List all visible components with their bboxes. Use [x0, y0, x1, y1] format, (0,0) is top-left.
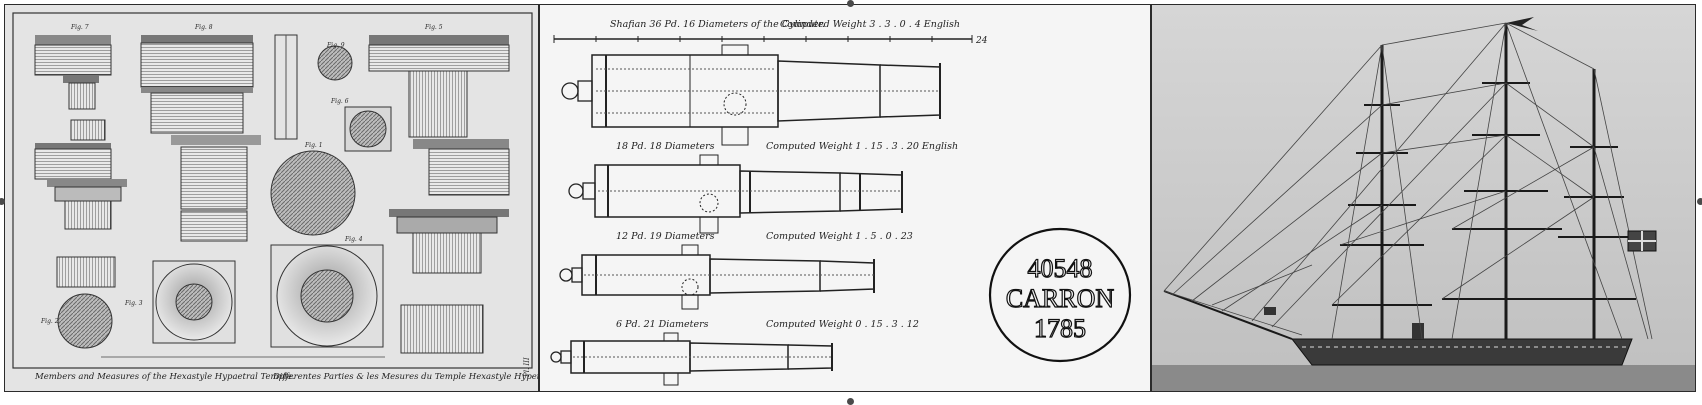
resize-handle-top[interactable] [847, 0, 854, 7]
resize-handle-left[interactable] [0, 198, 5, 205]
cannon-36-pounder: Shafian 36 Pd. 16 Diameters of the Cylin… [561, 19, 960, 146]
fig-label: Fig. 7 [70, 24, 89, 31]
resize-handle-bottom[interactable] [847, 398, 854, 405]
scale-end-label: 24 [975, 36, 988, 46]
fig-label: Fig. 8 [194, 24, 213, 31]
bowsprit [1163, 290, 1293, 340]
ship-hull [1290, 338, 1633, 366]
temple-engraving: Fig. 7 Fig. 8 Fig. 9 Fig. 1 Fig. 2 Fig. … [12, 12, 539, 382]
temple-caption-fr: Differentes Parties & les Mesures du Tem… [272, 372, 539, 382]
cannon-weight: Computed Weight 1 . 15 . 3 . 20 English [766, 141, 958, 152]
temple-figure-labels: Fig. 7 Fig. 8 Fig. 9 Fig. 1 Fig. 2 Fig. … [40, 24, 443, 325]
cannon-heading: 18 Pd. 18 Diameters [616, 141, 715, 152]
fig-label: Fig. 2 [40, 318, 59, 325]
rigging-lines [1163, 22, 1653, 340]
stamp-name: CARRON [1006, 284, 1115, 313]
temple-entablature-left [34, 35, 127, 349]
temple-entablature-center [140, 34, 298, 242]
cannon-drawings-panel: 24 Shafian 36 Pd. 16 Diameters of the Cy… [539, 4, 1151, 392]
jack-flag [1264, 307, 1276, 315]
temple-discs [152, 45, 392, 348]
resize-handle-right[interactable] [1697, 198, 1702, 205]
funnel [1412, 323, 1424, 339]
temple-plate-number: Pl. III [523, 357, 531, 378]
fig-label: Fig. 6 [330, 98, 349, 105]
temple-engraving-panel: Fig. 7 Fig. 8 Fig. 9 Fig. 1 Fig. 2 Fig. … [4, 4, 539, 392]
cannon-6-pounder: 6 Pd. 21 Diameters Computed Weight 0 . 1… [550, 319, 919, 386]
stamp-year: 1785 [1034, 314, 1086, 343]
masts [1380, 23, 1596, 339]
fig-label: Fig. 5 [424, 24, 443, 31]
ship-rigging-panel [1151, 4, 1696, 392]
cannon-weight: Computed Weight 1 . 5 . 0 . 23 [766, 231, 913, 242]
fig-label: Fig. 1 [304, 142, 323, 149]
cannon-weight: Computed Weight 0 . 15 . 3 . 12 [766, 319, 919, 330]
cannon-heading: Shafian 36 Pd. 16 Diameters of the Cylin… [610, 19, 825, 30]
fig-label: Fig. 4 [344, 236, 363, 243]
ship-rigging-diagram [1152, 5, 1695, 391]
temple-capital-right [368, 35, 510, 354]
cannon-heading: 12 Pd. 19 Diameters [616, 231, 715, 242]
cannon-weight: Computed Weight 3 . 3 . 0 . 4 English [780, 19, 960, 30]
cannon-18-pounder: 18 Pd. 18 Diameters Computed Weight 1 . … [568, 141, 958, 234]
sea [1152, 365, 1695, 391]
fig-label: Fig. 3 [124, 300, 143, 307]
stamp-number: 40548 [1028, 254, 1093, 283]
cannon-heading: 6 Pd. 21 Diameters [616, 319, 709, 330]
cannon-12-pounder: 12 Pd. 19 Diameters Computed Weight 1 . … [559, 231, 913, 310]
pennant [1506, 17, 1538, 31]
fig-label: Fig. 9 [326, 42, 345, 49]
cannon-drawings: 24 Shafian 36 Pd. 16 Diameters of the Cy… [550, 19, 1132, 386]
carron-stamp: 40548 CARRON 1785 [988, 227, 1132, 363]
temple-caption-en: Members and Measures of the Hexastyle Hy… [34, 372, 295, 382]
